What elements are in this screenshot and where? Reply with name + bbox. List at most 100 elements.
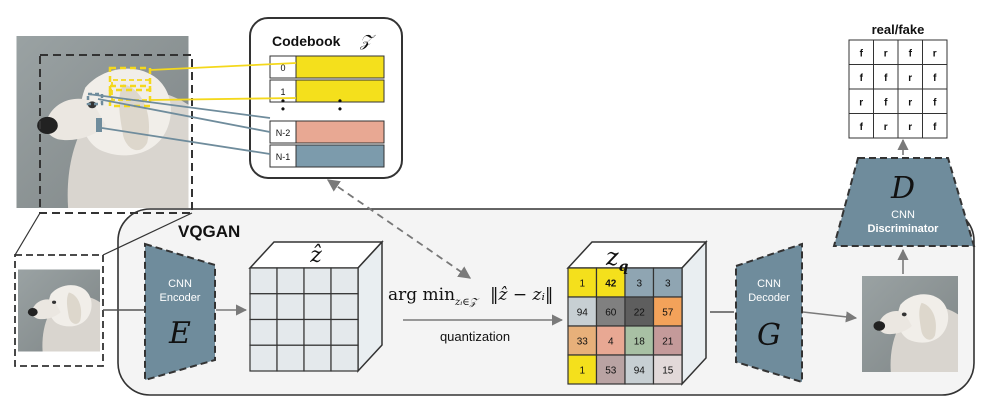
codebook-ellipsis: • <box>281 94 285 108</box>
yellow-patch-1 <box>108 66 152 92</box>
real-fake-label: f <box>909 48 913 59</box>
zoom-line-right <box>102 212 193 256</box>
large-dog-image <box>16 36 189 208</box>
flow-arrows <box>103 138 909 326</box>
z-hat-cell <box>276 344 305 372</box>
crop-dashed-box <box>39 54 193 214</box>
z-q-cell-value: 42 <box>605 279 617 290</box>
z-q-cell <box>595 267 626 298</box>
codebook-index-label: 0 <box>280 63 285 73</box>
z-hat-cell <box>249 267 278 295</box>
z-q-cell-value: 53 <box>605 366 617 377</box>
encoder-line1: CNN <box>168 278 192 290</box>
real-fake-label: f <box>884 73 888 84</box>
z-q-cell <box>595 296 626 327</box>
real-fake-label: r <box>859 97 863 108</box>
z-q-cell-value: 21 <box>662 337 674 348</box>
z-hat-cell <box>330 267 359 295</box>
codebook-index-label: N-2 <box>276 128 291 138</box>
z-q-cell <box>652 267 683 298</box>
input-dog-image <box>18 269 100 352</box>
real-fake-cell <box>922 113 948 139</box>
z-q-cell <box>624 296 655 327</box>
codebook-ellipsis: • <box>281 102 285 116</box>
real-fake-label: f <box>860 73 864 84</box>
real-fake-label: f <box>933 122 937 133</box>
blue-patch-2 <box>96 118 102 132</box>
z-q-cell-value: 60 <box>605 308 617 319</box>
codebook-ellipsis: • <box>338 102 342 116</box>
codebook-index-label: 1 <box>280 87 285 97</box>
z-q-subscript: q <box>619 259 629 275</box>
real-fake-label: r <box>933 48 937 59</box>
z-hat-cell <box>303 293 332 321</box>
z-q-cell <box>652 325 683 356</box>
z-q-cell-value: 1 <box>579 279 585 290</box>
z-q-cell-value: 94 <box>634 366 646 377</box>
argmin-subscript: zᵢ∈𝒵 <box>454 297 480 308</box>
decoder-trapezoid <box>735 242 803 384</box>
z-hat-symbol: ẑ <box>309 243 322 268</box>
real-fake-cell <box>922 39 948 65</box>
z-hat-cell <box>303 318 332 346</box>
codebook-index-label: N-1 <box>276 152 291 162</box>
real-fake-cell <box>897 64 923 90</box>
z-q-cell-value: 22 <box>634 308 646 319</box>
codebook-lookup-arrow <box>326 179 472 279</box>
argmin-formula: arg min zᵢ∈𝒵 ‖ẑ − zᵢ‖ <box>388 285 553 308</box>
codebook-vector <box>295 144 385 168</box>
z-hat-cell <box>330 344 359 372</box>
real-fake-label: r <box>884 48 888 59</box>
z-q-symbol: zq <box>605 243 629 275</box>
argmin-main: arg min <box>388 285 455 305</box>
real-fake-cell <box>873 39 899 65</box>
z-q-cell-value: 4 <box>608 337 614 348</box>
z-hat-cell <box>249 293 278 321</box>
real-fake-label: f <box>933 73 937 84</box>
argmin-norm: ‖ẑ − zᵢ‖ <box>490 285 553 305</box>
real-fake-cell <box>873 113 899 139</box>
z-hat-cell <box>330 293 359 321</box>
real-fake-cell <box>848 113 874 139</box>
z-q-cell-value: 3 <box>665 279 671 290</box>
z-q-cell-value: 15 <box>662 366 674 377</box>
z-q-cell-value: 18 <box>634 337 646 348</box>
real-fake-label: f <box>860 122 864 133</box>
codebook-vector <box>295 79 385 103</box>
z-hat-cell <box>303 267 332 295</box>
quantization-label: quantization <box>440 329 510 344</box>
real-fake-cell <box>922 64 948 90</box>
real-fake-label: f <box>860 48 864 59</box>
decoder-symbol: G <box>757 318 781 353</box>
z-hat-cell <box>276 267 305 295</box>
z-q-cell-value: 33 <box>577 337 589 348</box>
z-hat-cell <box>249 318 278 346</box>
real-fake-label: r <box>908 122 912 133</box>
real-fake-label: f <box>884 97 888 108</box>
real-fake-cell <box>873 88 899 114</box>
zoom-line-left <box>14 212 41 256</box>
z-q-cell-value: 3 <box>636 279 642 290</box>
vqgan-title: VQGAN <box>178 222 240 241</box>
patch-to-codebook-lines <box>87 62 297 155</box>
encoder-symbol: E <box>168 316 191 351</box>
decoder-line1: CNN <box>757 278 781 290</box>
real-fake-label: f <box>933 97 937 108</box>
discriminator-symbol: D <box>890 171 915 206</box>
codebook-title: Codebook <box>272 33 341 49</box>
z-q-cell-value: 94 <box>577 308 589 319</box>
blue-patch-1 <box>86 92 104 106</box>
codebook-ellipsis: • <box>338 94 342 108</box>
z-q-cell <box>652 296 683 327</box>
z-hat-cell <box>303 344 332 372</box>
discriminator-line1: CNN <box>891 209 915 221</box>
codebook-vector <box>295 55 385 79</box>
output-dog-image <box>862 276 958 372</box>
codebook-symbol: 𝒵 <box>359 31 376 50</box>
encoder-line2: Encoder <box>160 292 201 304</box>
real-fake-label: r <box>908 97 912 108</box>
encoder-trapezoid <box>144 242 216 382</box>
